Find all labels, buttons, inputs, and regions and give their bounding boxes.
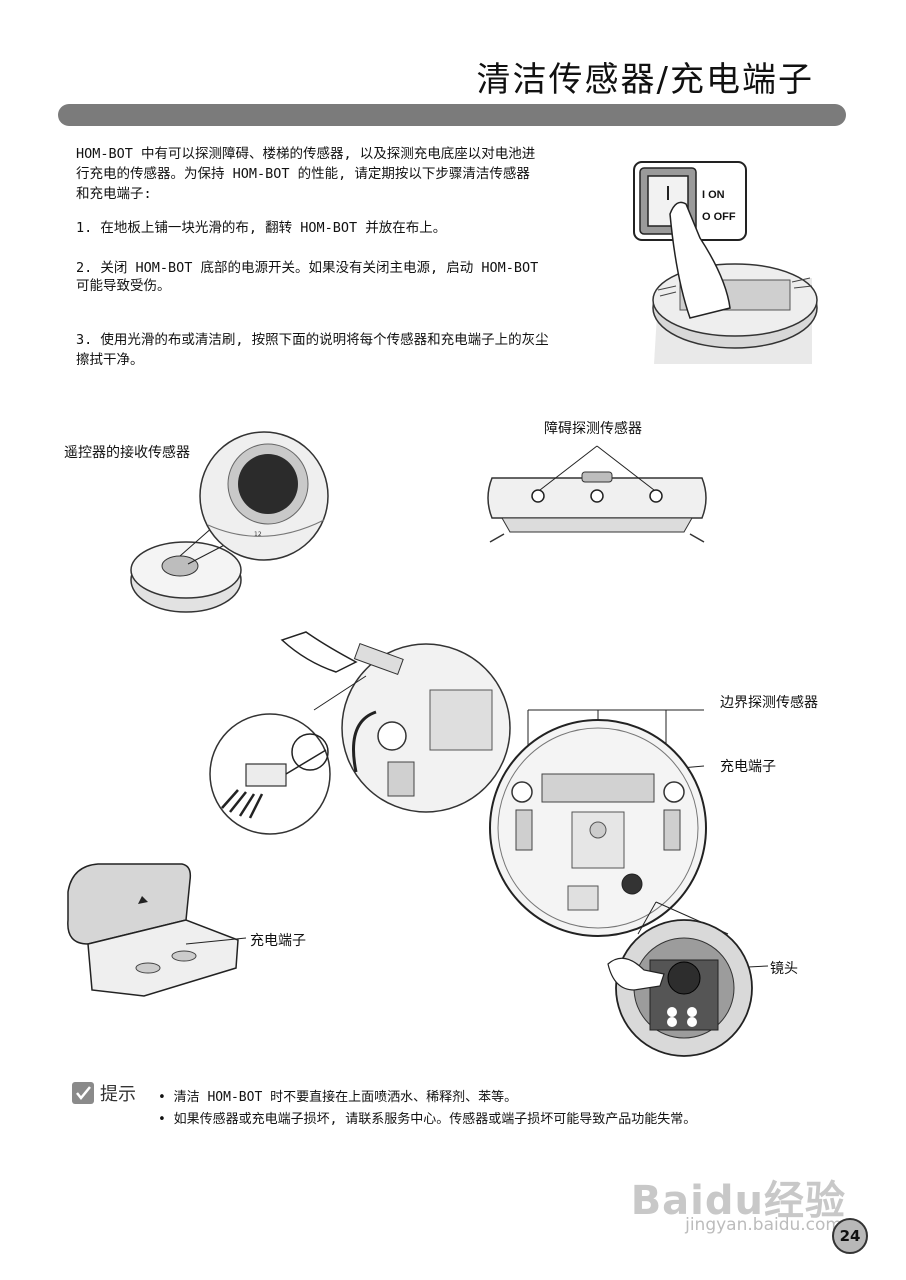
charging-terminal-robot-label: 充电端子: [720, 759, 776, 775]
step-3-text: 3. 使用光滑的布或清洁刷, 按照下面的说明将每个传感器和充电端子上的灰尘: [76, 332, 549, 348]
step-1-text: 1. 在地板上铺一块光滑的布, 翻转 HOM-BOT 并放在布上。: [76, 220, 447, 236]
robot-underside-illustration: [489, 709, 707, 937]
intro-line-3: 和充电端子:: [76, 186, 152, 202]
switch-off-label: O OFF: [702, 211, 736, 223]
step-2-text: 2. 关闭 HOM-BOT 底部的电源开关。如果没有关闭主电源, 启动 HOM-…: [76, 260, 539, 276]
page-number: 24: [832, 1218, 868, 1254]
remote-sensor-label: 遥控器的接收传感器: [64, 445, 190, 461]
brush-cleaning-illustration: [209, 631, 511, 835]
step-3-text-cont: 擦拭干净。: [76, 352, 144, 368]
intro-line-2: 行充电的传感器。为保持 HOM-BOT 的性能, 请定期按以下步骤清洁传感器: [76, 166, 530, 182]
tip-heading: 提示: [100, 1084, 136, 1105]
charging-dock-illustration: [67, 863, 247, 997]
power-switch-illustration: I ON O OFF: [633, 161, 818, 364]
brush-icon: [280, 631, 404, 676]
obstacle-sensor-illustration: [487, 445, 707, 543]
watermark-brand: Baidu经验: [630, 1178, 846, 1224]
step-2-text-cont: 可能导致受伤。: [76, 278, 171, 294]
tip-item-1: • 清洁 HOM-BOT 时不要直接在上面喷洒水、稀释剂、苯等。: [158, 1090, 518, 1105]
check-icon: [72, 1082, 94, 1104]
switch-on-label: I ON: [702, 189, 725, 201]
page-title: 清洁传感器/充电端子: [476, 60, 814, 100]
svg-text:12: 12: [254, 531, 262, 538]
charging-terminal-dock-label: 充电端子: [250, 933, 306, 949]
obstacle-sensor-label: 障碍探测传感器: [544, 421, 642, 437]
watermark-url: jingyan.baidu.com: [685, 1215, 842, 1235]
title-divider-bar: [58, 104, 846, 126]
hand-icon: [669, 201, 731, 319]
edge-sensor-label: 边界探测传感器: [720, 695, 818, 711]
lens-label: 镜头: [770, 961, 798, 977]
lens-cleaning-illustration: [607, 901, 769, 1057]
intro-line-1: HOM-BOT 中有可以探测障碍、楼梯的传感器, 以及探测充电底座以对电池进: [76, 146, 536, 162]
tip-item-2: • 如果传感器或充电端子损坏, 请联系服务中心。传感器或端子损坏可能导致产品功能…: [158, 1112, 697, 1127]
remote-sensor-illustration: 12: [130, 431, 329, 613]
